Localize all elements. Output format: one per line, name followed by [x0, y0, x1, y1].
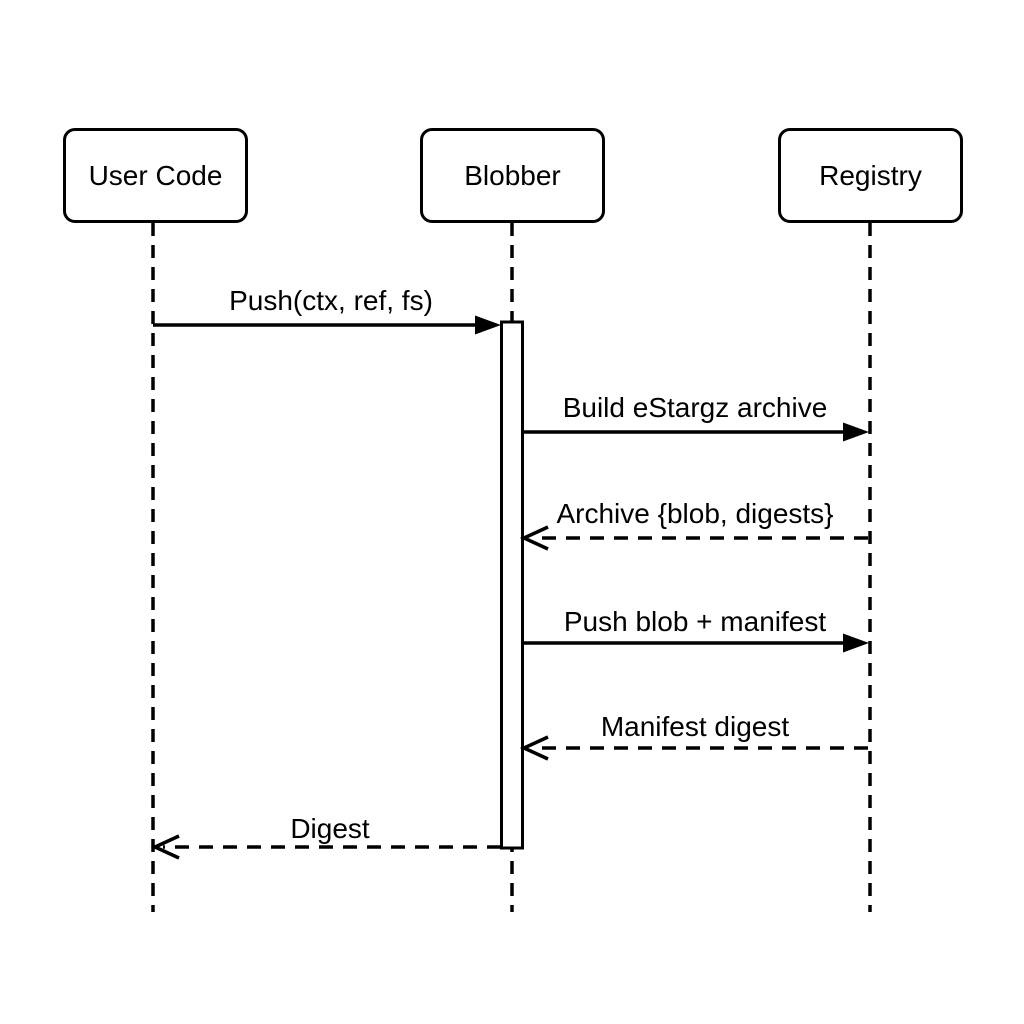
- message-label-push-blob: Push blob + manifest: [563, 606, 827, 637]
- message-arrow-manifest-digest: [519, 735, 868, 761]
- open-arrowhead-icon: [150, 834, 180, 860]
- actor-label: Registry: [819, 159, 922, 191]
- message-arrow-digest-return: [150, 834, 501, 860]
- open-arrowhead-icon: [519, 525, 549, 551]
- message-label-archive-return: Archive {blob, digests}: [556, 498, 834, 529]
- message-arrow-push: [153, 315, 501, 335]
- actor-box-user-code: User Code: [63, 128, 248, 223]
- message-label-manifest-digest: Manifest digest: [600, 711, 790, 742]
- message-arrow-push-blob: [523, 633, 869, 653]
- message-label-digest-return: Digest: [290, 813, 370, 844]
- activation-bar-blobber: [500, 320, 524, 850]
- message-arrow-build-archive: [523, 422, 869, 442]
- open-arrowhead-icon: [519, 735, 549, 761]
- message-label-push: Push(ctx, ref, fs): [229, 285, 433, 316]
- filled-arrowhead-icon: [843, 422, 869, 442]
- message-arrow-archive-return: [519, 525, 868, 551]
- actor-label: Blobber: [464, 159, 561, 191]
- filled-arrowhead-icon: [843, 633, 869, 653]
- actor-box-registry: Registry: [778, 128, 963, 223]
- filled-arrowhead-icon: [475, 315, 501, 335]
- actor-label: User Code: [88, 159, 223, 191]
- actor-box-blobber: Blobber: [420, 128, 605, 223]
- message-label-build-archive: Build eStargz archive: [562, 392, 828, 423]
